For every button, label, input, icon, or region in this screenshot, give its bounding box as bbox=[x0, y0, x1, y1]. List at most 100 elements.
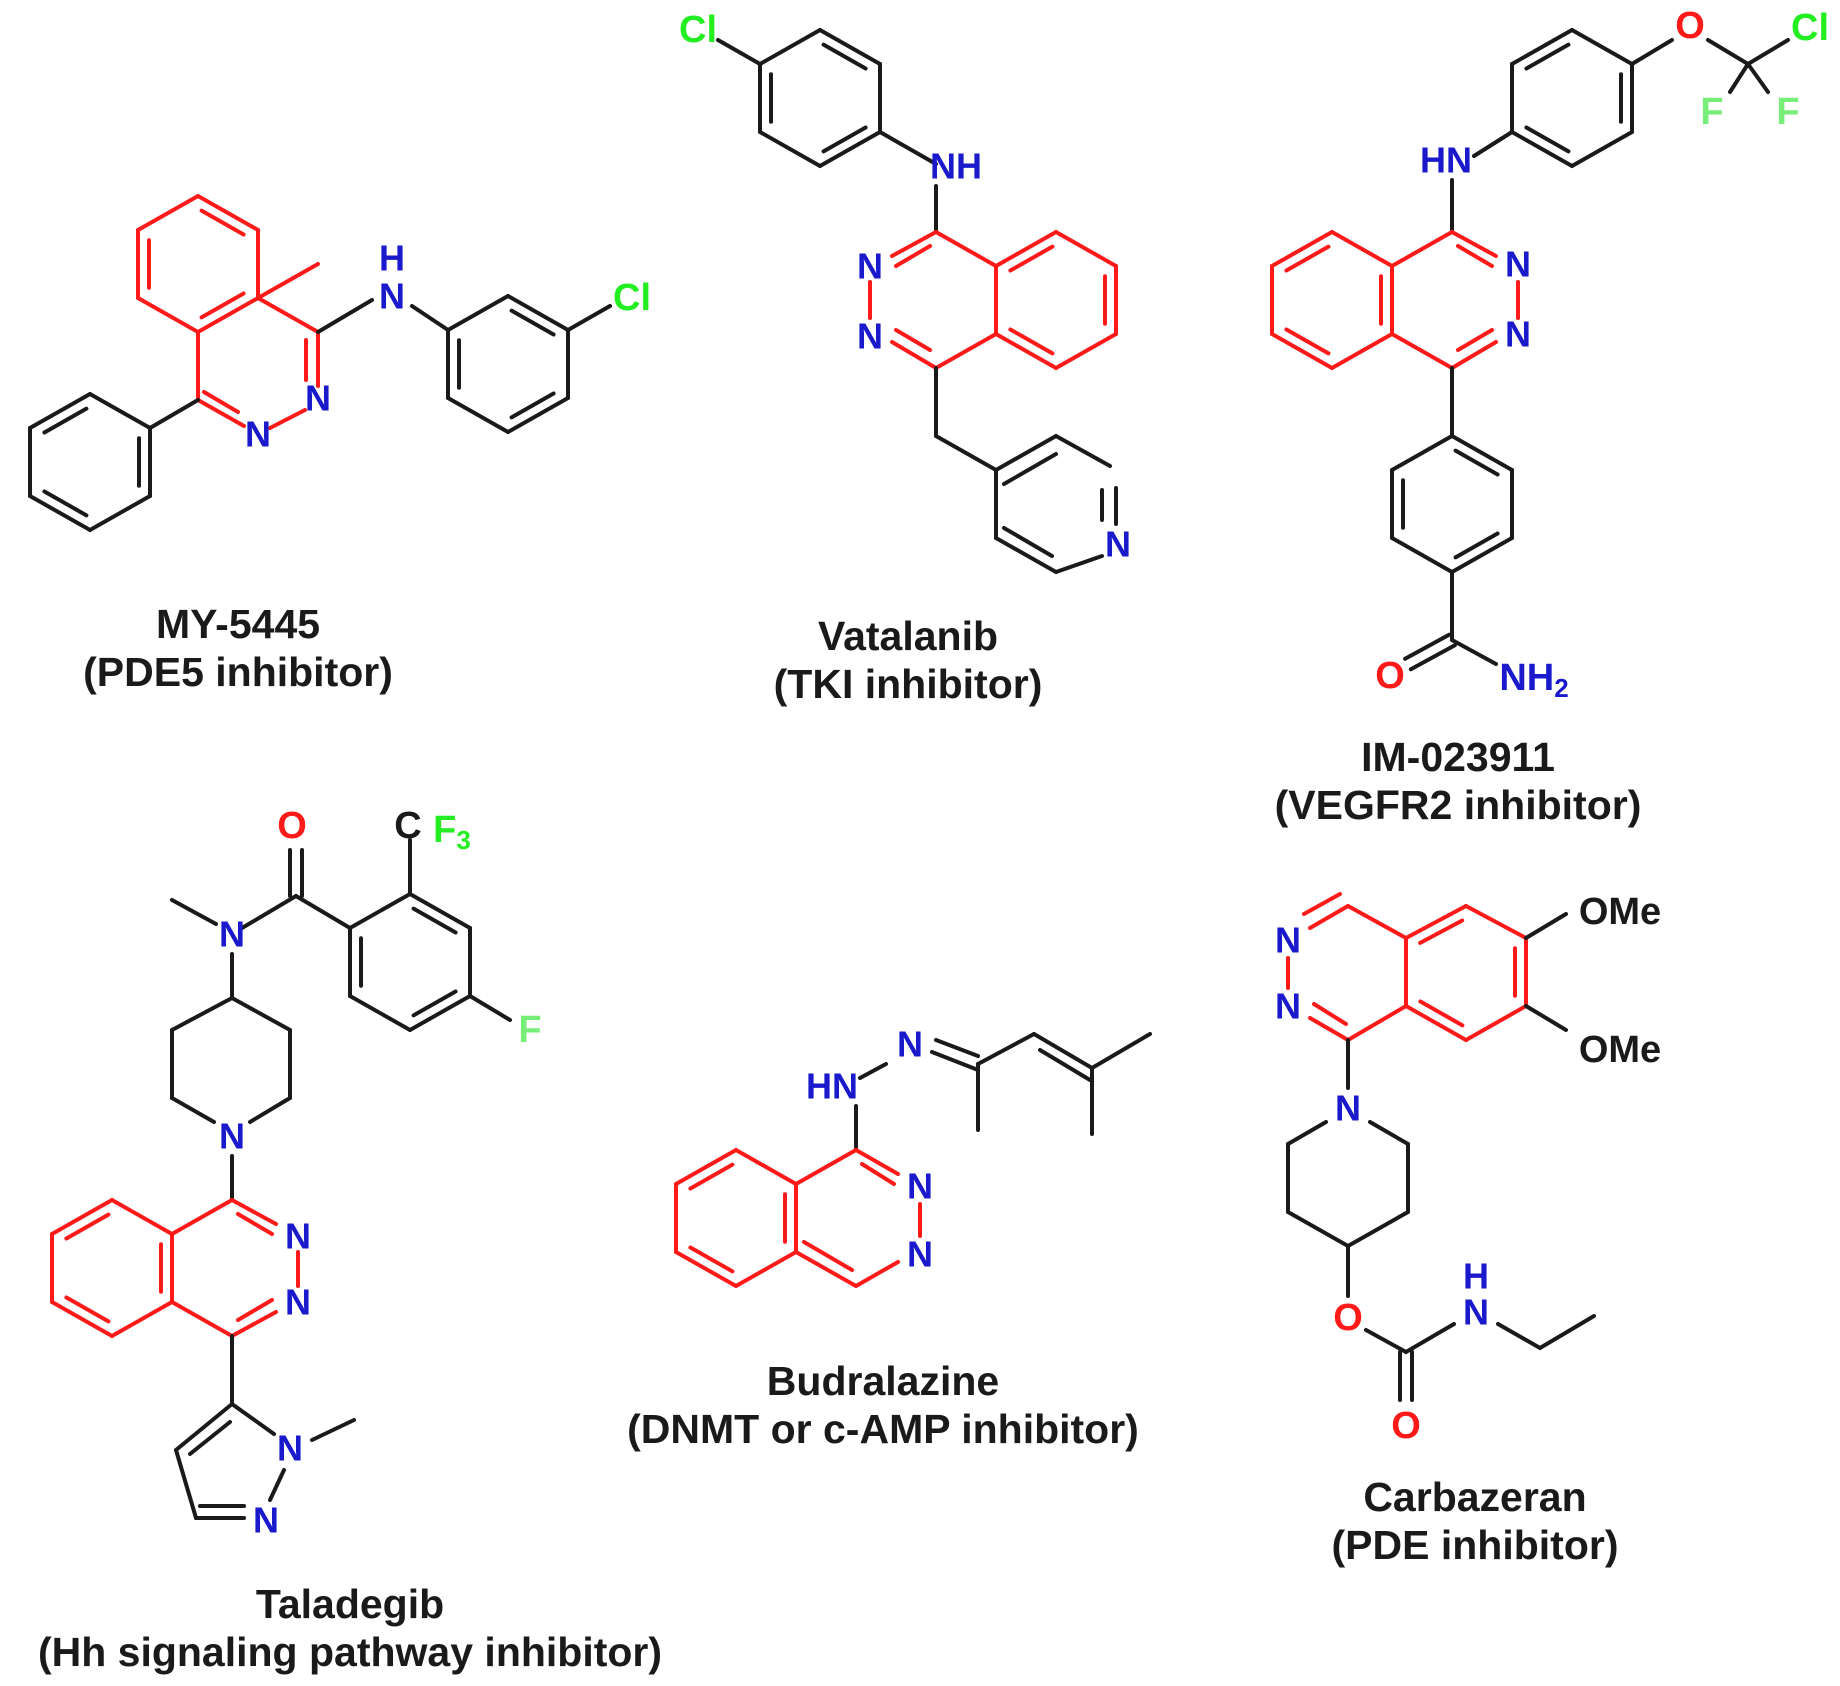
bond-line bbox=[188, 1420, 232, 1456]
nitrogen-label: N bbox=[285, 1216, 311, 1257]
bond-line bbox=[1746, 38, 1790, 66]
bond-line bbox=[1524, 1004, 1568, 1032]
caption-budralazine: Budralazine (DNMT or c-AMP inhibitor) bbox=[627, 1357, 1139, 1453]
bond-line bbox=[468, 994, 512, 1022]
hydrogen-label: H bbox=[1463, 1256, 1489, 1297]
bond-line bbox=[818, 130, 882, 168]
bond-line bbox=[758, 130, 822, 168]
bond-line bbox=[688, 1162, 735, 1191]
bond-line bbox=[28, 392, 92, 430]
bond-line bbox=[1450, 536, 1514, 574]
caption-vatalanib: Vatalanib (TKI inhibitor) bbox=[774, 612, 1043, 708]
molecule-name: Carbazeran bbox=[1363, 1474, 1587, 1520]
bond-line bbox=[818, 28, 882, 66]
bond-line bbox=[821, 125, 868, 154]
oxygen-label: O bbox=[277, 805, 307, 847]
fluorine-label: F bbox=[1776, 91, 1799, 133]
oxygen-label: O bbox=[1675, 5, 1705, 47]
bond-line bbox=[268, 408, 307, 430]
bond-line bbox=[1456, 244, 1494, 268]
nitrogen-label: N bbox=[907, 1166, 933, 1207]
nitrogen-label: N bbox=[277, 1428, 303, 1469]
bond-line bbox=[1403, 632, 1452, 661]
bond-line bbox=[758, 28, 822, 66]
bond-line bbox=[1308, 904, 1350, 930]
bond-line bbox=[1054, 230, 1118, 268]
bond-line bbox=[1728, 62, 1750, 94]
bond-line bbox=[894, 328, 932, 352]
bond-line bbox=[408, 892, 472, 930]
bond-line bbox=[1346, 904, 1408, 940]
chlorine-label: Cl bbox=[679, 9, 717, 51]
bond-line bbox=[1706, 38, 1750, 66]
nitrogen-label: N bbox=[253, 1500, 279, 1541]
nitrogen-label: N bbox=[219, 1116, 245, 1157]
bond-line bbox=[50, 1198, 114, 1236]
nitrogen-label: N bbox=[857, 316, 883, 357]
caption-carbazeran: Carbazeran (PDE inhibitor) bbox=[1332, 1473, 1619, 1569]
bond-line bbox=[248, 1096, 292, 1124]
bond-line bbox=[1054, 554, 1104, 574]
bond-line bbox=[976, 1032, 1036, 1066]
carbon-label: C bbox=[394, 805, 421, 847]
nitrogen-label: N bbox=[1505, 244, 1531, 285]
bond-line bbox=[294, 894, 352, 930]
bond-line bbox=[1390, 434, 1454, 472]
bond-line bbox=[934, 1038, 980, 1058]
bond-line bbox=[42, 489, 89, 518]
bond-line bbox=[446, 396, 510, 434]
nitrogen-label: N bbox=[1105, 524, 1131, 565]
nitrogen-label: N bbox=[219, 914, 245, 955]
hn-label: HN bbox=[806, 1066, 858, 1107]
nh2-label: NH2 bbox=[1499, 657, 1568, 703]
molecule-activity: (PDE5 inhibitor) bbox=[83, 649, 393, 695]
bond-line bbox=[1002, 526, 1054, 558]
nitrogen-label: N bbox=[857, 246, 883, 287]
bond-line bbox=[688, 1245, 735, 1274]
oxygen-label: O bbox=[1375, 655, 1405, 697]
hydrogen-label: H bbox=[379, 238, 405, 279]
methoxy-label: OMe bbox=[1579, 1029, 1661, 1071]
nitrogen-label: N bbox=[897, 1024, 923, 1065]
bond-line bbox=[1090, 1032, 1152, 1070]
bond-line bbox=[1346, 1210, 1410, 1248]
bond-line bbox=[1510, 130, 1574, 168]
bond-line bbox=[566, 304, 612, 332]
bond-line bbox=[1286, 1120, 1328, 1146]
bond-line bbox=[1390, 536, 1454, 574]
bond-line bbox=[88, 392, 152, 430]
bond-line bbox=[348, 892, 412, 930]
bond-line bbox=[136, 296, 200, 334]
bond-line bbox=[930, 1050, 980, 1072]
bond-line bbox=[196, 296, 260, 334]
nitrogen-label: N bbox=[305, 378, 331, 419]
bond-line bbox=[716, 38, 762, 66]
bond-line bbox=[199, 291, 246, 320]
bond-line bbox=[1524, 42, 1571, 71]
bond-line bbox=[1450, 434, 1514, 472]
bond-line bbox=[170, 898, 218, 926]
bond-line bbox=[1418, 918, 1465, 945]
molecule-activity: (PDE inhibitor) bbox=[1331, 1522, 1619, 1568]
bond-line bbox=[794, 1148, 858, 1186]
bond-line bbox=[1450, 230, 1498, 258]
molecule-name: MY-5445 bbox=[155, 601, 321, 647]
caption-im-023911: IM-023911 (VEGFR2 inhibitor) bbox=[1275, 733, 1642, 829]
bond-line bbox=[854, 1260, 900, 1288]
molecule-name: Taladegib bbox=[255, 1581, 445, 1627]
bond-line bbox=[674, 1148, 738, 1186]
bond-line bbox=[1496, 1322, 1542, 1350]
oxygen-label: O bbox=[1333, 1297, 1363, 1339]
bond-line bbox=[858, 1062, 888, 1080]
bond-line bbox=[860, 1162, 896, 1186]
bond-line bbox=[236, 1212, 274, 1236]
bond-line bbox=[1302, 892, 1342, 916]
methoxy-label: OMe bbox=[1579, 891, 1661, 933]
bond-line bbox=[794, 1250, 858, 1288]
bond-line bbox=[236, 1298, 274, 1322]
bond-line bbox=[1472, 130, 1514, 158]
bond-line bbox=[1524, 125, 1571, 154]
oxygen-label: O bbox=[1391, 1405, 1421, 1447]
